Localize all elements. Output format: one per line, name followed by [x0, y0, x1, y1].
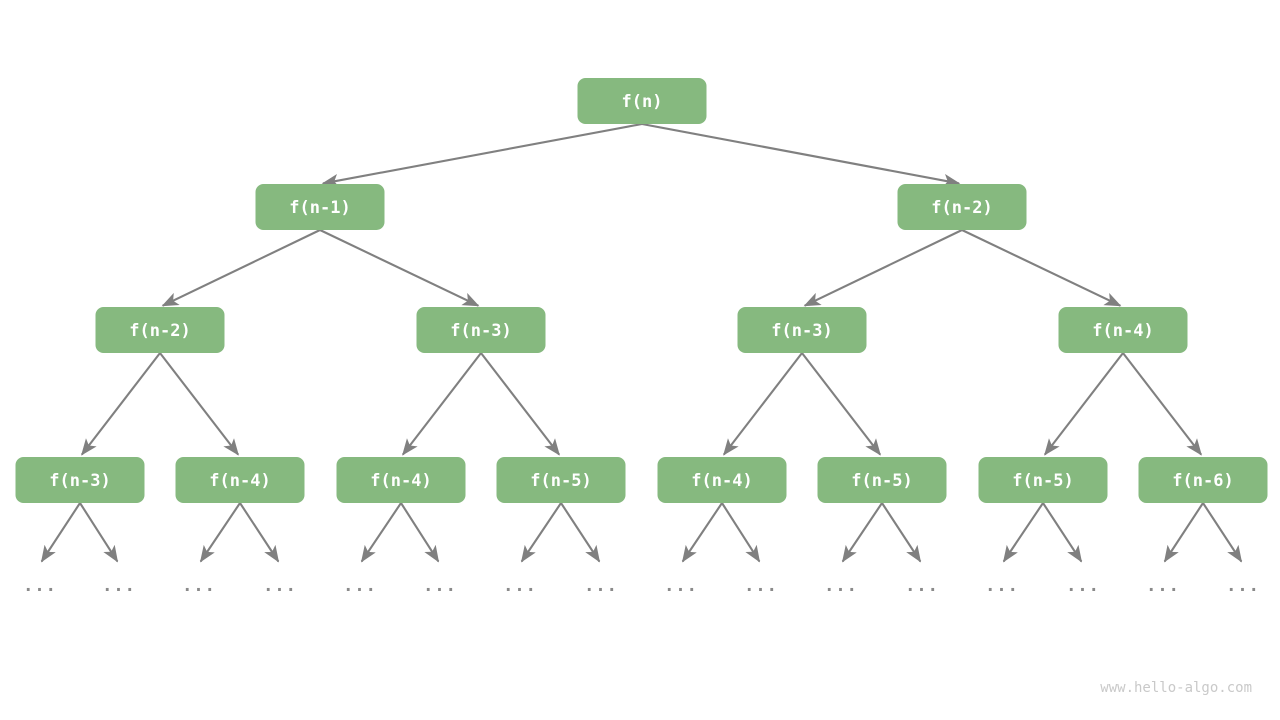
- tree-edge-stub: [721, 502, 761, 563]
- tree-edge-stub: [1202, 502, 1243, 563]
- tree-node-label: f(n-4): [1092, 321, 1153, 341]
- tree-node-label: f(n-4): [691, 471, 752, 491]
- ellipsis-marker: ...: [343, 576, 377, 596]
- tree-edge: [803, 229, 963, 307]
- tree-node-label: f(n-4): [370, 471, 431, 491]
- ellipsis-marker: ...: [423, 576, 457, 596]
- tree-node-box: [1138, 457, 1268, 503]
- tree-node-box: [175, 457, 305, 503]
- tree-node-label: f(n-5): [1012, 471, 1073, 491]
- tree-node: f(n-5): [496, 457, 626, 503]
- ellipsis-row: ........................................…: [23, 576, 1260, 596]
- tree-node-box: [95, 307, 225, 353]
- ellipsis-marker: ...: [664, 576, 698, 596]
- tree-edge-stub: [520, 502, 562, 563]
- tree-node-box: [15, 457, 145, 503]
- tree-node-box: [496, 457, 626, 503]
- tree-node-label: f(n-3): [450, 321, 511, 341]
- tree-edge: [319, 229, 480, 307]
- tree-node: f(n-2): [897, 184, 1027, 230]
- tree-node-label: f(n-4): [209, 471, 270, 491]
- tree-node: f(n-1): [255, 184, 385, 230]
- ellipsis-marker: ...: [23, 576, 57, 596]
- tree-edge: [80, 352, 161, 456]
- tree-node: f(n): [577, 78, 707, 124]
- ellipsis-marker: ...: [503, 576, 537, 596]
- ellipsis-marker: ...: [263, 576, 297, 596]
- tree-node: f(n-4): [1058, 307, 1188, 353]
- tree-edge: [641, 122, 961, 188]
- tree-edge-stub: [841, 502, 883, 563]
- tree-edge: [159, 352, 240, 456]
- tree-node-box: [1058, 307, 1188, 353]
- tree-edge-stub: [199, 502, 241, 563]
- tree-edge-stub: [400, 502, 440, 563]
- ellipsis-marker: ...: [1226, 576, 1260, 596]
- ellipsis-marker: ...: [182, 576, 216, 596]
- ellipsis-marker: ...: [1066, 576, 1100, 596]
- ellipsis-marker: ...: [985, 576, 1019, 596]
- tree-node-box: [978, 457, 1108, 503]
- tree-node-label: f(n-3): [771, 321, 832, 341]
- ellipsis-marker: ...: [584, 576, 618, 596]
- tree-edge: [401, 352, 482, 456]
- tree-node: f(n-2): [95, 307, 225, 353]
- tree-node-label: f(n-5): [530, 471, 591, 491]
- tree-edge: [722, 352, 803, 456]
- tree-node-box: [657, 457, 787, 503]
- tree-node-label: f(n-6): [1172, 471, 1233, 491]
- tree-node: f(n-6): [1138, 457, 1268, 503]
- tree-node-box: [817, 457, 947, 503]
- tree-node: f(n-3): [737, 307, 867, 353]
- tree-node: f(n-5): [978, 457, 1108, 503]
- ellipsis-marker: ...: [905, 576, 939, 596]
- ellipsis-marker: ...: [824, 576, 858, 596]
- tree-node: f(n-3): [15, 457, 145, 503]
- tree-edge: [1043, 352, 1124, 456]
- tree-node-box: [416, 307, 546, 353]
- tree-node-box: [255, 184, 385, 230]
- ellipsis-marker: ...: [1146, 576, 1180, 596]
- nodes-layer: f(n) f(n-1) f(n-2) f(n-2) f(n-3) f(n-3) f(n-4)…: [15, 78, 1268, 503]
- tree-node-box: [336, 457, 466, 503]
- leaf-stub-arrows-layer: [40, 502, 1243, 563]
- tree-edge: [321, 122, 643, 188]
- ellipsis-marker: ...: [102, 576, 136, 596]
- tree-node: f(n-5): [817, 457, 947, 503]
- tree-edge-stub: [1042, 502, 1083, 563]
- tree-node: f(n-4): [336, 457, 466, 503]
- tree-edge-stub: [560, 502, 601, 563]
- tree-edge-stub: [40, 502, 81, 563]
- tree-edge-stub: [79, 502, 119, 563]
- tree-node: f(n-4): [657, 457, 787, 503]
- tree-edge-stub: [681, 502, 723, 563]
- edges-layer: [80, 122, 1203, 456]
- tree-node-box: [577, 78, 707, 124]
- tree-edge: [1122, 352, 1203, 456]
- tree-node-label: f(n-3): [49, 471, 110, 491]
- tree-edge: [801, 352, 882, 456]
- tree-edge-stub: [1002, 502, 1044, 563]
- tree-edge-stub: [239, 502, 280, 563]
- tree-node-label: f(n-5): [851, 471, 912, 491]
- tree-edge: [480, 352, 561, 456]
- tree-node-box: [897, 184, 1027, 230]
- tree-node: f(n-4): [175, 457, 305, 503]
- tree-edge-stub: [1163, 502, 1204, 563]
- tree-node-box: [737, 307, 867, 353]
- tree-node-label: f(n-2): [129, 321, 190, 341]
- tree-node-label: f(n-2): [931, 198, 992, 218]
- watermark: www.hello-algo.com: [1100, 680, 1252, 696]
- tree-edge: [161, 229, 321, 307]
- tree-node-label: f(n): [622, 92, 663, 112]
- tree-edge-stub: [360, 502, 402, 563]
- tree-edge-stub: [881, 502, 922, 563]
- ellipsis-marker: ...: [744, 576, 778, 596]
- tree-node: f(n-3): [416, 307, 546, 353]
- tree-node-label: f(n-1): [289, 198, 350, 218]
- tree-edge: [961, 229, 1122, 307]
